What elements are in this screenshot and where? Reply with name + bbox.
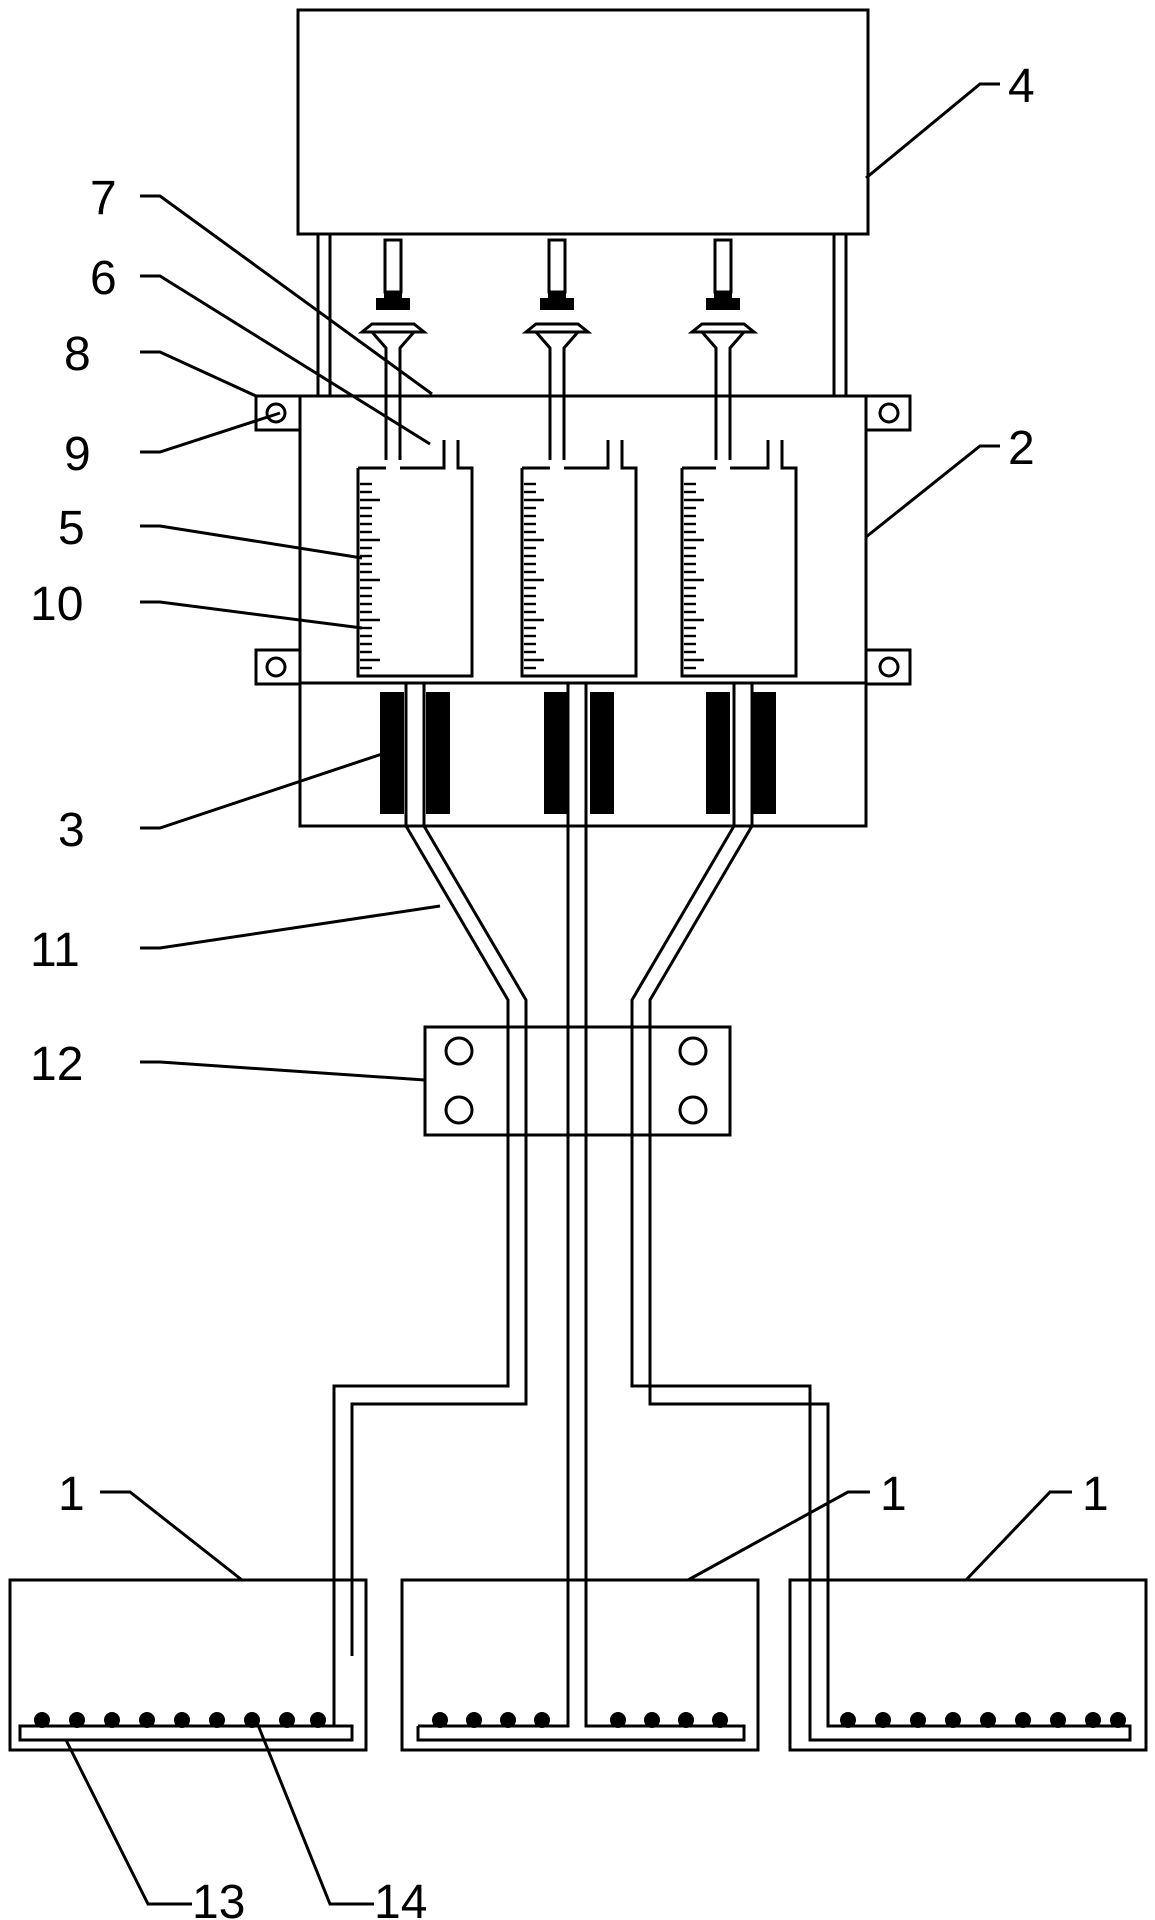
tube-clamps [380,692,776,814]
tank-right [788,1578,1148,1752]
label-3: 3 [58,804,85,857]
tube-bracket [423,1025,732,1137]
label-7: 7 [90,172,117,225]
label-11: 11 [30,924,80,977]
leader-lines [64,82,1072,1906]
tank-middle [400,1578,760,1752]
part-labels: 4 2 7 6 8 9 5 10 3 11 12 1 1 1 13 14 [30,60,1109,1920]
syringe-unit-2 [520,238,638,678]
syringe-2-scale [524,482,544,670]
support-rods [316,232,848,398]
label-1-middle: 1 [880,1468,907,1521]
main-frame [298,394,868,828]
label-1-left: 1 [58,1468,85,1521]
label-9: 9 [64,428,91,481]
syringe-3-scale [684,482,704,670]
label-13: 13 [192,1876,245,1920]
label-5: 5 [58,502,85,555]
label-1-right: 1 [1082,1468,1109,1521]
drive-box [296,8,870,236]
tubes [332,684,830,1656]
syringe-unit-1 [356,238,474,678]
syringe-1-scale [360,482,380,670]
syringe-unit-3 [680,238,798,678]
label-2: 2 [1008,422,1035,475]
label-4: 4 [1008,60,1035,113]
label-10: 10 [30,578,83,631]
label-14: 14 [374,1876,427,1920]
label-12: 12 [30,1038,83,1091]
label-8: 8 [64,328,91,381]
label-6: 6 [90,252,117,305]
clamp-tabs [254,394,912,686]
tank-left [8,1578,368,1752]
